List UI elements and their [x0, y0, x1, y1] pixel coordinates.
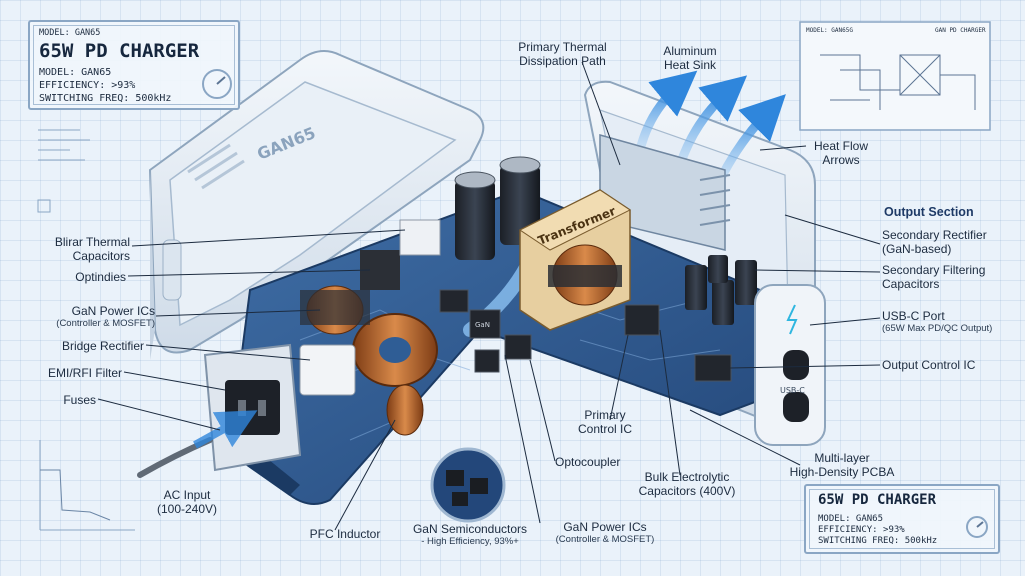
gauge-icon	[202, 69, 232, 99]
label-primary-thermal-path: Primary Thermal Dissipation Path	[518, 40, 607, 68]
gan-chip-text: GaN	[475, 321, 490, 329]
label-usb-c-port: USB-C Port (65W Max PD/QC Output)	[882, 309, 993, 334]
label-bipolar-thermal-caps: Blirar Thermal Capacitors	[54, 235, 130, 263]
ac-inlet	[137, 343, 302, 478]
label-secondary-filtering-caps: Secondary Filtering Capacitors	[882, 263, 986, 291]
label-secondary-rectifier: Secondary Rectifier (GaN-based)	[882, 228, 987, 256]
label-output-control-ic: Output Control IC	[882, 358, 976, 372]
left-spec-thumbnail	[37, 129, 90, 213]
info-panel-top-efficiency: EFFICIENCY: >93%	[39, 80, 136, 91]
gan-chips: GaN	[439, 289, 732, 382]
left-housing-shell: GAN65	[148, 50, 485, 360]
waveform-thumbnail	[39, 440, 135, 531]
info-panel-top-title: 65W PD CHARGER	[39, 40, 200, 62]
schematic-model: MODEL: GAN65G	[806, 27, 853, 34]
label-optindies: Optindies	[75, 270, 126, 284]
usb-port-text: USB-C	[780, 386, 805, 395]
label-heat-flow-arrows: Heat Flow Arrows	[813, 139, 869, 167]
info-panel-bottom-switching-freq: SWITCHING FREQ: 500kHz	[818, 536, 938, 546]
label-pcba: Multi-layer High-Density PCBA	[789, 451, 895, 479]
info-panel-top: MODEL: GAN65 65W PD CHARGER MODEL: GAN65…	[28, 20, 240, 110]
label-bulk-capacitors: Bulk Electrolytic Capacitors (400V)	[638, 470, 736, 498]
output-capacitors	[685, 255, 757, 325]
gan-magnifier	[430, 447, 506, 523]
gauge-icon-bottom	[966, 516, 988, 538]
schematic-thumbnail	[799, 21, 991, 131]
info-panel-top-model: MODEL: GAN65	[39, 67, 112, 78]
label-pfc-inductor: PFC Inductor	[309, 527, 381, 541]
housing-vent-slots	[187, 143, 245, 190]
info-panel-bottom-efficiency: EFFICIENCY: >93%	[818, 525, 905, 535]
info-panel-top-model-small: MODEL: GAN65	[39, 28, 101, 38]
transformer: Transformer	[519, 189, 631, 331]
pfc-inductor	[300, 285, 438, 436]
label-output-section: Output Section	[884, 205, 974, 219]
emi-filter-block	[299, 219, 441, 396]
label-fuses: Fuses	[63, 393, 96, 407]
info-panel-bottom-model: MODEL: GAN65	[818, 514, 884, 524]
leader-lines	[97, 61, 881, 531]
info-panel-bottom: 65W PD CHARGER MODEL: GAN65 EFFICIENCY: …	[804, 484, 1000, 554]
label-emi-rfi-filter: EMI/RFI Filter	[48, 366, 122, 380]
label-ac-input: AC Input (100-240V)	[156, 488, 218, 516]
schematic-title: GAN PD CHARGER	[935, 27, 986, 34]
label-optocoupler: Optocoupler	[555, 455, 621, 469]
label-gan-power-ics-bottom: GaN Power ICs (Controller & MOSFET)	[555, 520, 655, 545]
usb-c-port-block: USB-C	[754, 284, 826, 446]
info-panel-bottom-title: 65W PD CHARGER	[818, 492, 937, 508]
label-primary-control-ic: Primary Control IC	[577, 408, 633, 436]
label-gan-power-ics-left: GaN Power ICs (Controller & MOSFET)	[56, 304, 155, 329]
label-bridge-rectifier: Bridge Rectifier	[61, 339, 144, 353]
info-panel-top-switching-freq: SWITCHING FREQ: 500kHz	[39, 93, 172, 104]
label-gan-semiconductors: GaN Semiconductors - High Efficiency, 93…	[412, 522, 528, 547]
label-aluminum-heat-sink: Aluminum Heat Sink	[663, 44, 717, 72]
